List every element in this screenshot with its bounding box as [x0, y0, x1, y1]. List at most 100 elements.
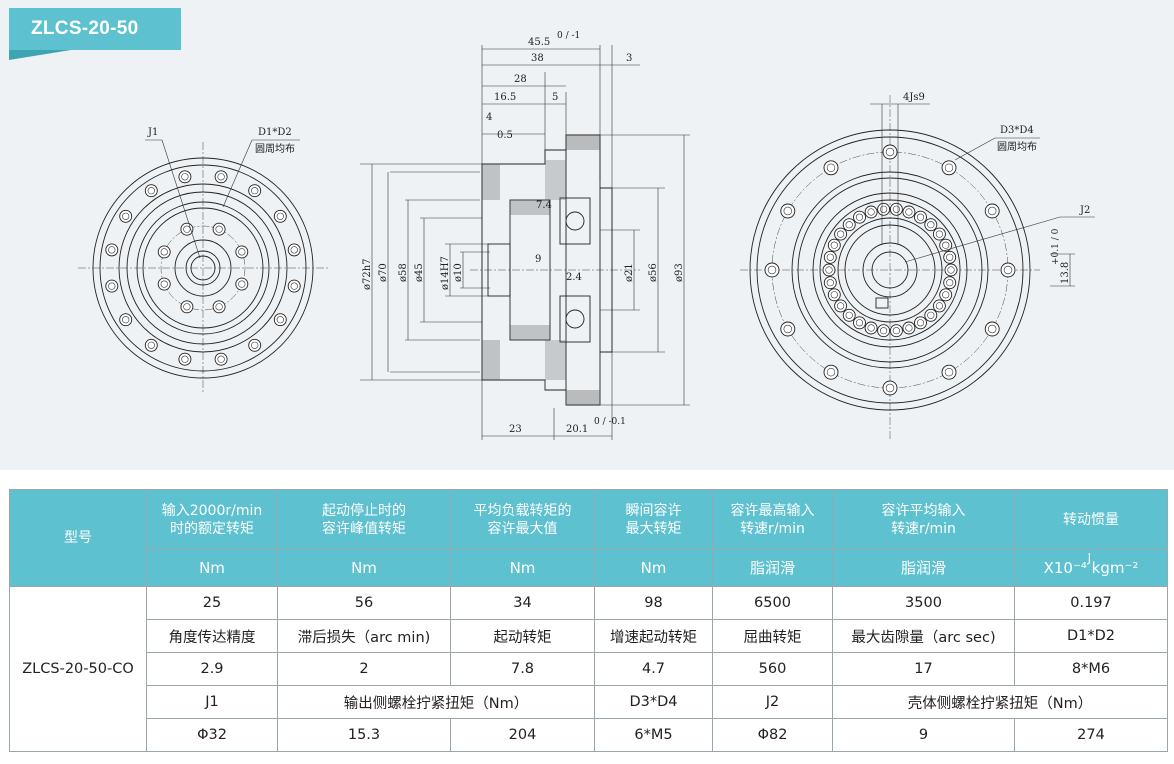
- model-title-tag-notch: [9, 50, 71, 60]
- table-cell: 壳体侧螺栓拧紧扭矩（Nm）: [832, 685, 1168, 719]
- inertia-unit-text: X10⁻⁴ kgm⁻²: [1043, 559, 1139, 577]
- bolt-hole-inner: [826, 253, 834, 261]
- table-cell: 204: [450, 718, 595, 752]
- bolt-hole-inner: [238, 248, 246, 256]
- table-cell: 4.7: [594, 652, 713, 686]
- bolt-hole: [877, 202, 891, 216]
- bolt-hole-inner: [944, 368, 954, 377]
- table-cell: 角度传达精度: [146, 619, 278, 653]
- dim-3: 3: [626, 53, 632, 64]
- bolt-hole-inner: [946, 253, 954, 261]
- table-cell: 7.8: [450, 652, 595, 686]
- bolt-hole: [902, 321, 916, 335]
- bolt-hole-inner: [892, 327, 901, 335]
- bolt-hole-inner: [767, 265, 777, 275]
- bolt-hole-inner: [916, 319, 925, 327]
- inertia-unit: J X10⁻⁴ kgm⁻²: [1043, 551, 1139, 577]
- dim-dia45: ø45: [414, 263, 425, 282]
- bolt-hole-inner: [826, 279, 834, 287]
- bolt-hole-inner: [181, 355, 189, 363]
- bolt-hole-inner: [947, 266, 955, 274]
- bolt-hole: [984, 321, 1000, 337]
- bolt-hole: [864, 205, 878, 219]
- table-cell: 56: [277, 586, 451, 620]
- bolt-hole-inner: [845, 221, 853, 229]
- table-cell: 6*M5: [594, 718, 713, 752]
- bolt-hole-inner: [905, 208, 913, 216]
- bolt-hole: [823, 250, 837, 264]
- dim-dia56: ø56: [648, 263, 659, 282]
- bolt-hole-inner: [215, 303, 223, 311]
- bolt-hole-inner: [942, 291, 950, 299]
- bolt-hole: [157, 277, 171, 291]
- table-cell: 输出侧螺栓拧紧扭矩（Nm）: [277, 685, 595, 719]
- bolt-hole: [212, 300, 226, 314]
- bolt-hole-inner: [935, 302, 944, 310]
- bolt-hole: [864, 321, 878, 335]
- bolt-hole: [944, 263, 958, 277]
- dim-9: 9: [535, 254, 541, 265]
- bolt-hole: [889, 202, 903, 216]
- dim-0-5: 0.5: [497, 130, 513, 141]
- dim-38: 38: [531, 53, 544, 64]
- dim-13-8-tol: +0.1 / 0: [1051, 228, 1061, 265]
- header-max-input-speed: 容许最高输入 转速r/min: [712, 489, 833, 550]
- table-cell: 滞后损失（arc min): [277, 619, 451, 653]
- unit-inertia: J X10⁻⁴ kgm⁻²: [1014, 549, 1168, 587]
- header-avg-input-speed-text: 容许平均输入 转速r/min: [881, 502, 966, 537]
- d3d4-label: D3*D4: [1000, 125, 1034, 136]
- bolt-hole-inner: [251, 341, 259, 349]
- bolt-hole: [235, 277, 249, 291]
- table-row: ZLCS-20-50-CO 25 56 34 98 6500 3500 0.19…: [9, 586, 1168, 752]
- header-model: 型号: [9, 489, 147, 587]
- bolt-hole: [235, 245, 249, 259]
- bolt-hole: [780, 203, 796, 219]
- unit-avg-input-speed: 脂润滑: [832, 549, 1015, 587]
- bolt-hole: [273, 209, 287, 223]
- spec-table: 型号 输入2000r/min 时的额定转矩 起动停止时的 容许峰值转矩 平均负载…: [9, 489, 1168, 752]
- table-cell: Φ82: [712, 718, 833, 752]
- bolt-hole-inner: [122, 212, 130, 220]
- bolt-hole: [823, 276, 837, 290]
- drawing-area: [0, 0, 1174, 470]
- bolt-hole-inner: [892, 205, 901, 213]
- bolt-hole-inner: [108, 282, 116, 290]
- table-row: 2.9 2 7.8 4.7 560 17 8*M6: [10, 652, 1168, 686]
- table-cell: 9: [832, 718, 1015, 752]
- bolt-hole: [902, 205, 916, 219]
- table-row: J1 输出侧螺栓拧紧扭矩（Nm） D3*D4 J2 壳体侧螺栓拧紧扭矩（Nm）: [10, 685, 1168, 719]
- bolt-hole-inner: [181, 173, 189, 181]
- bolt-hole: [827, 238, 841, 252]
- bolt-hole-inner: [942, 241, 950, 249]
- bolt-hole-inner: [251, 187, 259, 195]
- bolt-hole-inner: [160, 280, 168, 288]
- circumferential-label-2: 圆周均布: [997, 141, 1037, 153]
- bolt-hole-inner: [935, 230, 944, 238]
- bolt-hole: [144, 184, 158, 198]
- bolt-hole: [214, 352, 228, 366]
- dim-45-5: 45.5: [528, 37, 550, 48]
- right-rear-view: [740, 95, 1040, 440]
- bolt-hole-inner: [826, 368, 836, 377]
- bolt-hole: [834, 299, 848, 313]
- header-momentary-torque-text: 瞬间容许 最大转矩: [625, 502, 682, 537]
- dim-dia58: ø58: [398, 263, 409, 282]
- bolt-hole-inner: [217, 173, 225, 181]
- bolt-hole: [178, 170, 192, 184]
- bolt-hole-inner: [122, 316, 130, 324]
- header-rated-torque: 输入2000r/min 时的额定转矩: [146, 489, 278, 550]
- unit-rated-torque: Nm: [146, 549, 278, 587]
- bolt-hole-inner: [885, 147, 895, 157]
- bolt-hole-inner: [836, 230, 845, 238]
- bolt-hole: [882, 144, 898, 160]
- bolt-hole-inner: [160, 248, 168, 256]
- dim-2-4: 2.4: [566, 272, 582, 283]
- bolt-hole-inner: [879, 327, 888, 335]
- bolt-hole-inner: [927, 221, 935, 229]
- table-cell: 17: [832, 652, 1015, 686]
- bolt-hole-inner: [946, 279, 954, 287]
- bolt-hole: [842, 308, 856, 322]
- bolt-hole: [823, 364, 839, 380]
- bolt-hole: [924, 218, 938, 232]
- bolt-hole: [212, 222, 226, 236]
